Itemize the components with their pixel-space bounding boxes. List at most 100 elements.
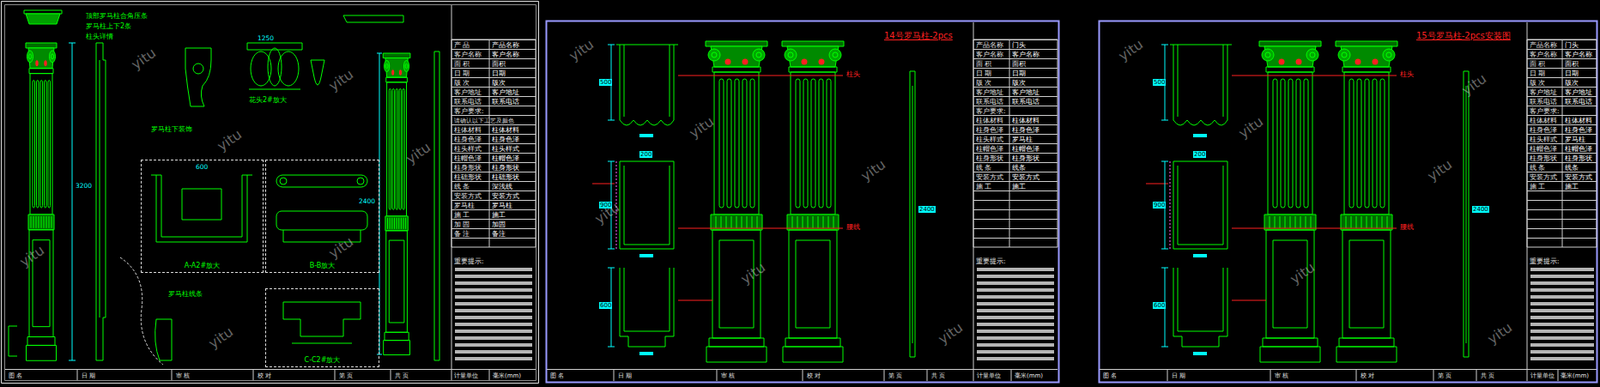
title-block-value: 柱身色泽 [1012,126,1040,135]
dimension-tag: 600 [1152,302,1166,310]
watermark: yitu [935,320,966,348]
title-block-value: 柱帽色泽 [491,154,520,164]
title-block-label: 联系电话 [1529,97,1558,107]
title-block-label: 面 积 [975,60,992,69]
footer-cell: 共 页 [1480,371,1495,381]
watermark: yitu [326,66,357,95]
detail-caption: A-A2#放大 [141,261,263,271]
dimension-label: 600 [195,163,208,172]
title-block-value: 备注 [491,230,506,239]
note-label: 罗马柱上下2条 [85,22,132,31]
title-block-label: 安装方式 [975,173,1004,182]
title-block-label: 重要提示: [454,257,485,267]
title-block-label: 客户要求: [454,107,485,116]
footer-cell: 第 页 [888,371,903,381]
dimension-tag: 200 [1193,151,1207,158]
note-label: 罗马柱下装饰 [151,125,193,134]
sheet-title: 15号罗马柱-2pcs安装图 [1416,30,1511,42]
title-block-value: 客户地址 [1012,88,1040,97]
footer-cell: 计量单位 [976,371,1001,381]
title-block-label: 柱帽色泽 [1529,145,1558,154]
title-block-value: 日期 [1564,69,1579,79]
title-block-value: 联系电话 [1012,97,1040,107]
title-block-label: 客户名称 [975,50,1004,60]
detail-box: A-A2#放大 [140,159,264,273]
title-block-label: 线 条 [454,182,470,192]
dimension-tag: 500 [1152,78,1166,86]
title-block-label: 施 工 [975,182,992,192]
footer-cell: 计量单位 [454,371,479,381]
title-block-value: 柱体材料 [1012,116,1040,126]
title-blocks [5,5,1597,382]
dimension-tag: 2400 [1472,206,1490,213]
title-block-label: 产品名称 [1529,41,1558,50]
title-block-value: 罗马柱 [1012,135,1033,145]
title-block-label: 版 次 [975,78,992,88]
footer-cell: 图 名 [550,371,564,381]
title-block-value: 柱身形状 [1564,154,1593,164]
title-block-value: 施工 [491,211,506,220]
title-block-label: 加 固 [454,220,470,230]
title-block-value: 面积 [491,60,506,69]
dimension-label: 1250 [257,34,274,43]
title-block-value: 版次 [1012,78,1026,88]
callout-label: 腰线 [846,223,861,232]
title-block-label: 重要提示: [975,257,1007,267]
footer-cell: 毫米(mm) [1014,371,1043,381]
watermark: yitu [214,127,245,155]
title-block-value: 安装方式 [491,192,520,201]
footer-cell: 校 对 [1360,371,1375,381]
title-block-value: 线条 [1012,163,1026,173]
title-block-label: 柱身色泽 [975,126,1004,135]
title-block-value: 柱帽色泽 [1564,145,1593,154]
title-block-label: 日 期 [454,69,470,79]
title-block-value: 门头 [1564,41,1579,50]
footer-cell: 审 核 [175,371,190,381]
title-block-label: 罗马柱 [454,201,475,211]
title-block-label: 客户名称 [454,50,482,60]
title-block-label: 安装方式 [1529,173,1558,182]
title-block-label: 柱身形状 [975,154,1004,164]
footer-cell: 日 期 [81,371,96,381]
footer-cell: 图 名 [1103,371,1117,381]
title-block-label: 联系电话 [975,97,1004,107]
dimension-label: 3200 [75,181,92,191]
watermark: yitu [1115,36,1146,65]
title-block-label: 客户要求: [975,107,1007,116]
detail-caption: B-B放大 [266,261,379,271]
footer-cell: 第 页 [1437,371,1452,381]
title-block-value: 日期 [1012,69,1026,79]
title-block-value: 深浅线 [491,182,513,192]
footer-cell: 日 期 [618,371,632,381]
title-block-value: 柱身色泽 [1564,126,1593,135]
title-block-value: 日期 [491,69,506,79]
title-block-label: 柱身形状 [1529,154,1558,164]
dimension-tag: 200 [639,151,653,158]
note-label: 顶部罗马柱合角压条 [85,12,148,21]
note-label: 花头2#放大 [248,96,287,105]
footer-cell: 毫米(mm) [1560,371,1589,381]
sheet-title: 14号罗马柱-2pcs [884,30,953,42]
title-block-note: 请确认以下工艺及颜色 [454,116,515,126]
title-block-value: 产品名称 [491,41,520,50]
sheet1-drawings [8,10,440,365]
title-block-value: 柱身形状 [1012,154,1040,164]
title-block-value: 面积 [1012,60,1026,69]
callout-label: 腰线 [1400,223,1414,232]
footer-cell: 校 对 [257,371,272,381]
title-block-label: 柱身形状 [454,163,482,173]
title-block-label: 柱头样式 [975,135,1004,145]
title-block-value: 柱础形状 [491,173,520,182]
title-block-value: 联系电话 [1564,97,1593,107]
title-block-label: 客户名称 [1529,50,1558,60]
footer-cell: 审 核 [721,371,735,381]
title-block-value: 客户名称 [491,50,520,60]
title-block-label: 施 工 [454,211,470,220]
title-block-value: 客户地址 [491,88,520,97]
detail-caption: C-C2#放大 [266,356,379,365]
watermark: yitu [566,36,597,65]
title-block-label: 日 期 [1529,69,1546,79]
title-block-label: 柱身色泽 [1529,126,1558,135]
title-block-label: 线 条 [1529,163,1546,173]
